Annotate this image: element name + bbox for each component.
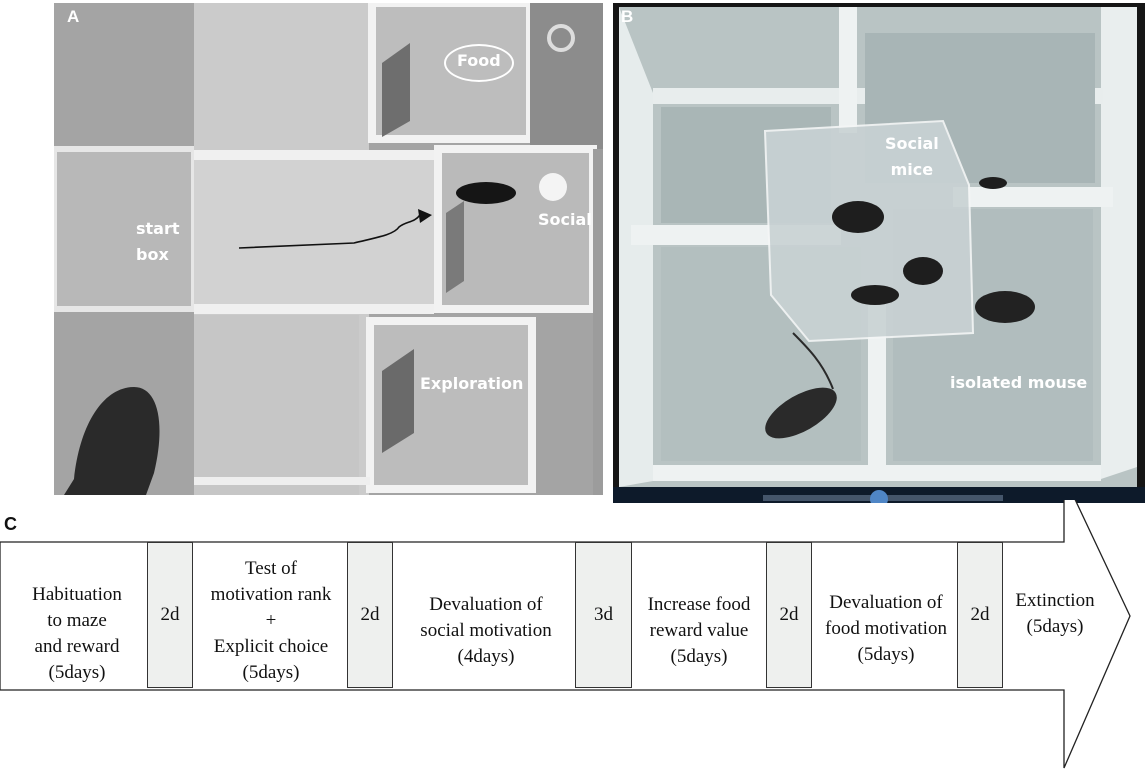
panel-a-letter: A (67, 7, 80, 26)
step-text-line: Devaluation of (829, 592, 943, 613)
social-mice-label: Social mice (885, 131, 939, 183)
social-label: Social (538, 210, 592, 229)
gap-box-1: 2d (147, 542, 193, 688)
food-label: Food (457, 51, 501, 70)
step-text-line: Devaluation of (429, 594, 543, 615)
step-text-line: Test of (245, 558, 297, 579)
step-text-line: to maze (47, 610, 107, 631)
timeline-step-food-devaluation: Devaluation of food motivation (5days) (814, 590, 958, 668)
start-box-label-line-2: box (136, 245, 169, 264)
step-text-line: social motivation (420, 620, 552, 641)
maze-photo-illustration (54, 3, 603, 495)
step-text-line: and reward (34, 636, 120, 657)
step-text-line: (5days) (48, 662, 106, 683)
step-text-line: motivation rank (210, 584, 332, 605)
exploration-label: Exploration (420, 374, 524, 393)
start-box-label-line-1: start (136, 219, 180, 238)
isolated-mouse-label: isolated mouse (950, 373, 1088, 392)
step-text-line: (4days) (457, 646, 515, 667)
timeline-step-extinction: Extinction (5days) (1005, 588, 1105, 640)
step-text-line: Habituation (32, 584, 122, 605)
social-mice-label-line-1: Social (885, 134, 939, 153)
step-text-line: Explicit choice (213, 636, 329, 657)
step-text-line: Increase food (647, 594, 751, 615)
timeline-step-motivation-rank: Test of motivation rank + Explicit choic… (196, 556, 346, 686)
timeline-step-habituation: Habituation to maze and reward (5days) (5, 582, 149, 686)
step-text-line: food motivation (825, 618, 947, 639)
cage-photo-illustration (613, 3, 1145, 503)
food-highlight-ellipse (444, 44, 514, 82)
step-text-line: Extinction (1015, 590, 1095, 611)
step-text-line: (5days) (1026, 616, 1084, 637)
timeline-step-social-devaluation: Devaluation of social motivation (4days) (396, 592, 576, 670)
timeline-step-increase-food-value: Increase food reward value (5days) (632, 592, 766, 670)
panel-a-maze-photo: A Food Social start box Exploration (54, 3, 603, 495)
gap-box-5: 2d (957, 542, 1003, 688)
gap-box-2: 2d (347, 542, 393, 688)
social-mice-label-line-2: mice (890, 160, 934, 179)
panel-c-letter: C (4, 514, 17, 534)
step-text-line: + (265, 610, 277, 631)
step-text-line: (5days) (242, 662, 300, 683)
panel-b-cage-photo: B Social mice isolated mouse (613, 3, 1145, 503)
step-text-line: (5days) (857, 644, 915, 665)
panel-b-letter: B (621, 7, 634, 26)
gap-box-3: 3d (575, 542, 632, 688)
timeline-arrow (0, 500, 1131, 769)
start-box-label: start box (136, 216, 180, 268)
step-text-line: reward value (649, 620, 749, 641)
step-text-line: (5days) (670, 646, 728, 667)
gap-box-4: 2d (766, 542, 812, 688)
